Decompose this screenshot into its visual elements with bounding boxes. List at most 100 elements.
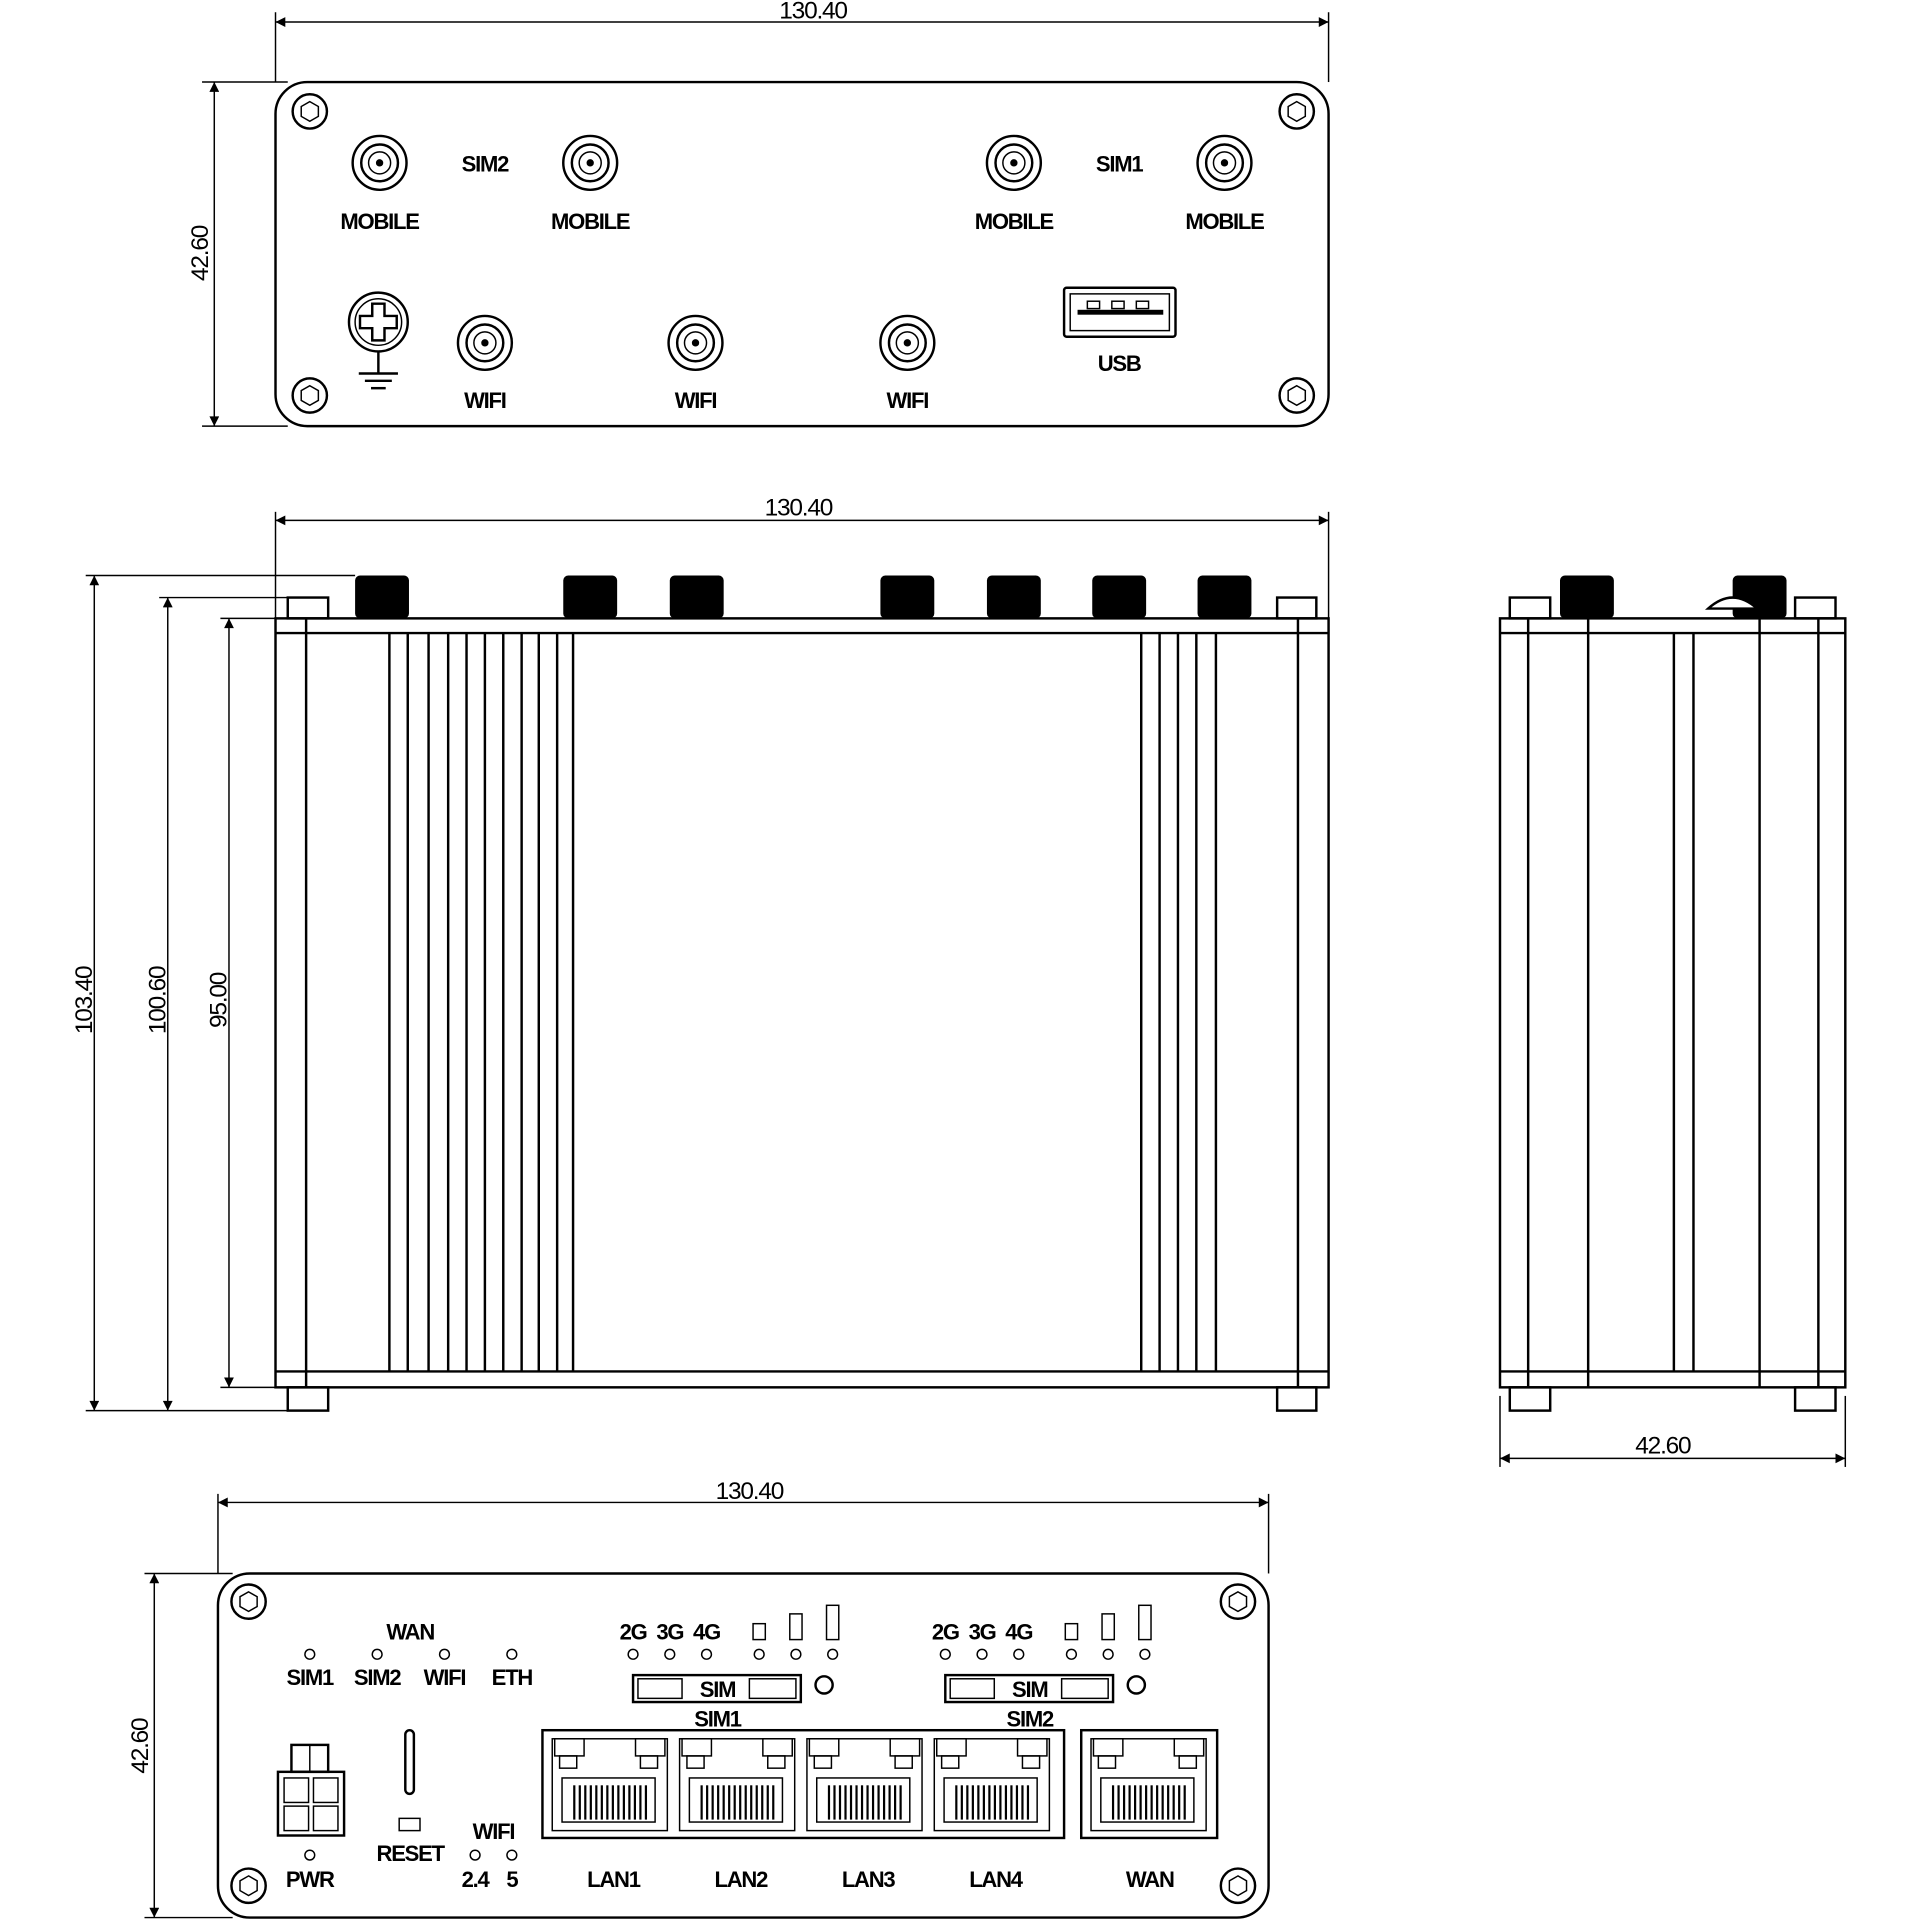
network-type-label: 2G [932,1620,959,1645]
wifi-antenna-label: WIFI [675,388,717,413]
sim2-slot[interactable]: SIM [944,1673,1115,1704]
front-height-dimension: 42.60 [127,1718,154,1774]
top-width-dimension: 130.40 [765,495,833,522]
sim-slot-label: SIM [700,1677,735,1702]
network-type-label: 4G [693,1620,720,1645]
foot [1275,1386,1318,1412]
antenna-connector [1732,575,1787,619]
foot [1508,1386,1552,1412]
mobile-antenna-connector-icon [562,134,619,192]
antenna-connector [986,575,1041,619]
mobile-antenna-label: MOBILE [1185,209,1264,234]
signal-strength-led [753,1648,765,1660]
signal-strength-led [790,1648,802,1660]
screw-icon [1219,1867,1257,1905]
network-type-label: 2G [620,1620,647,1645]
ethernet-port-wan [1090,1738,1207,1832]
port-label-lan2: LAN2 [714,1867,768,1892]
screw-icon [230,1583,267,1620]
sim1-slot[interactable]: SIM [631,1673,803,1704]
signal-strength-led [1139,1648,1151,1660]
antenna-connector [1197,575,1252,619]
network-type-led [700,1648,713,1660]
network-type-led [976,1648,988,1660]
signal-strength-bar-icon [752,1622,767,1641]
overall-depth-dimension: 103.40 [71,966,98,1034]
wifi-antenna-connector-icon [456,314,514,372]
foot [1275,596,1318,620]
antenna-connector [1092,575,1147,619]
signal-strength-bar-icon [1101,1613,1116,1641]
antenna-connector [669,575,724,619]
port-label-wan: WAN [1126,1867,1174,1892]
wan-port-block [1080,1728,1219,1840]
ground-screw-icon [347,291,409,390]
wan-led [304,1648,316,1660]
network-type-led [1013,1648,1025,1660]
wan-led-label: SIM2 [354,1665,401,1690]
signal-strength-bar-icon [789,1613,803,1641]
screw-icon [1219,1583,1257,1620]
foot [1793,596,1837,620]
ground-screw [1704,596,1761,610]
foot [1793,1386,1837,1412]
foot [286,1386,330,1412]
screw-icon [1278,377,1316,414]
wifi-band-label: 5 [506,1867,518,1892]
router-body-side [1498,617,1847,1389]
screw-icon [291,377,329,414]
feet-depth-dimension: 100.60 [144,966,171,1034]
sim2-slot-label: SIM2 [1007,1707,1054,1732]
wifi-antenna-connector-icon [667,314,724,372]
wifi-antenna-label: WIFI [464,388,506,413]
mobile-antenna-label: MOBILE [340,209,419,234]
network-type-label: 3G [969,1620,996,1645]
wifi-antenna-connector-icon [879,314,936,372]
screw-icon [1278,93,1316,130]
signal-strength-led [1065,1648,1078,1660]
wifi-band-label: 2.4 [462,1867,491,1892]
mobile-antenna-connector-icon [985,134,1043,192]
front-panel [216,1572,1270,1919]
port-label-lan4: LAN4 [969,1867,1024,1892]
wifi-led-group-title: WIFI [473,1819,515,1844]
signal-strength-led [827,1648,839,1660]
top-view: 130.40 103.40 100.60 95.00 [71,495,1330,1412]
rear-width-dimension: 130.40 [779,0,847,24]
rear-panel [274,80,1330,428]
network-type-led [939,1648,951,1660]
ethernet-port-lan4 [933,1738,1051,1832]
antenna-connector [563,575,618,619]
mobile-antenna-label: MOBILE [551,209,630,234]
side-width-dimension: 42.60 [1635,1432,1691,1459]
screw-icon [230,1867,267,1905]
wan-led-label: SIM1 [287,1665,334,1690]
signal-strength-bar-icon [825,1604,840,1641]
reset-slot [404,1728,416,1796]
wan-led [506,1648,518,1660]
ethernet-port-lan2 [678,1738,796,1832]
usb-port-icon [1062,286,1177,338]
pwr-label: PWR [286,1867,335,1892]
reset-button[interactable] [398,1817,421,1832]
sim1-eject-icon[interactable] [814,1675,834,1695]
mobile-antenna-label: MOBILE [975,209,1054,234]
antenna-connector [1560,575,1614,619]
sim2-eject-icon[interactable] [1126,1675,1147,1695]
side-view: 42.60 [1498,575,1847,1467]
foot [1508,596,1552,620]
wan-led [371,1648,383,1660]
port-label-lan3: LAN3 [842,1867,896,1892]
antenna-connector [880,575,935,619]
sim2-label: SIM2 [462,151,509,176]
router-body-top [274,617,1330,1389]
ethernet-port-lan1 [551,1738,669,1832]
network-type-label: 3G [656,1620,683,1645]
network-type-led [664,1648,676,1660]
mobile-antenna-connector-icon [1196,134,1253,192]
wan-led-label: WIFI [424,1665,466,1690]
ethernet-port-lan3 [806,1738,923,1832]
sim-slot-label: SIM [1012,1677,1048,1702]
